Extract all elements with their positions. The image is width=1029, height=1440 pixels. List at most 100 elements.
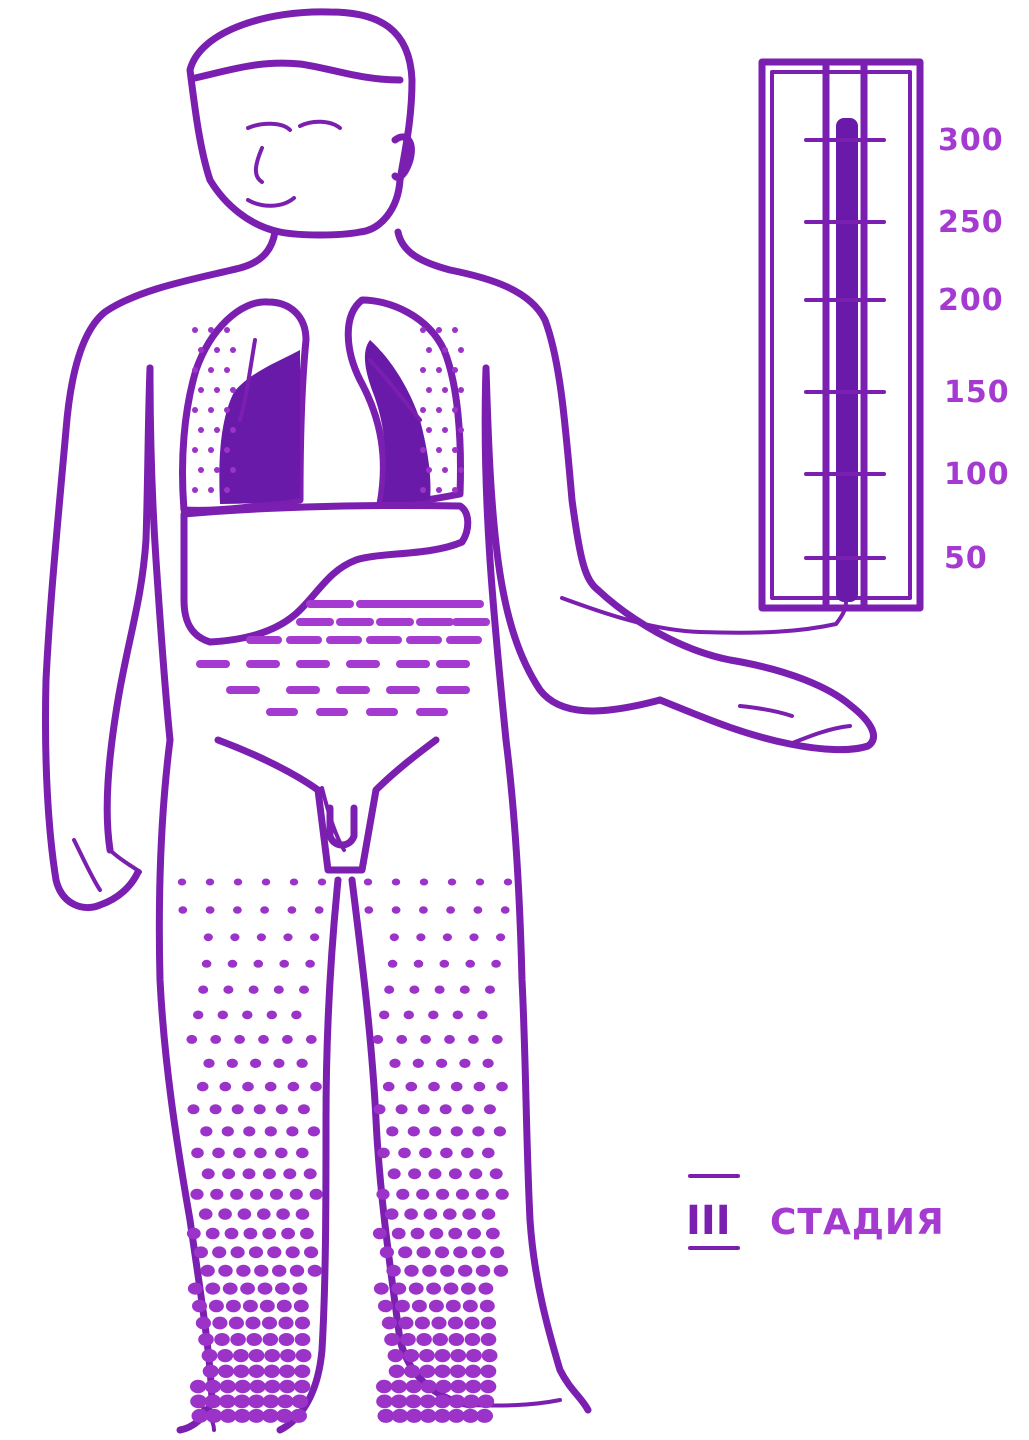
- edema-dot: [292, 1395, 309, 1409]
- edema-dot: [203, 1365, 219, 1378]
- edema-dot: [412, 1300, 427, 1313]
- edema-dot: [417, 1246, 431, 1258]
- edema-dot: [469, 1168, 482, 1179]
- edema-dot: [378, 1300, 393, 1313]
- edema-dot: [404, 1208, 418, 1219]
- edema-dot: [476, 1189, 489, 1200]
- edema-dot: [275, 1283, 290, 1295]
- edema-dot: [409, 986, 419, 994]
- edema-dot: [249, 1365, 265, 1378]
- edema-dot: [466, 1349, 482, 1362]
- edema-dot: [482, 1349, 498, 1362]
- edema-dot: [304, 1246, 318, 1258]
- edema-dot: [206, 906, 215, 913]
- edema-dot: [281, 1228, 295, 1240]
- edema-dot: [291, 1011, 301, 1020]
- edema-dot: [308, 1126, 320, 1136]
- edema-dot: [462, 1104, 474, 1114]
- edema-dot: [465, 960, 475, 968]
- edema-dot: [200, 1265, 214, 1277]
- edema-dot: [449, 1168, 462, 1179]
- edema-dot: [435, 1365, 451, 1378]
- stage-label: III СТАДИЯ: [686, 1176, 945, 1248]
- edema-dot: [290, 1189, 303, 1200]
- edema-dot: [233, 906, 242, 913]
- edema-dot: [249, 986, 259, 994]
- edema-dot: [186, 1035, 197, 1044]
- edema-dot: [204, 933, 213, 941]
- lung-dot: [208, 367, 214, 373]
- edema-dot: [421, 1380, 437, 1394]
- edema-dot: [392, 906, 401, 913]
- edema-dot: [209, 1300, 224, 1313]
- edema-dot: [458, 1265, 472, 1277]
- edema-dot: [218, 1265, 232, 1277]
- edema-dot: [432, 1333, 448, 1346]
- edema-dot: [390, 933, 399, 941]
- edema-dot: [249, 1349, 265, 1362]
- edema-dot: [196, 1317, 211, 1330]
- lung-dot: [198, 347, 204, 353]
- edema-dot: [374, 1283, 389, 1295]
- edema-dot: [305, 960, 315, 968]
- edema-dot: [440, 1265, 454, 1277]
- head: [190, 12, 412, 235]
- lung-dot: [192, 407, 198, 413]
- lung-dot: [192, 367, 198, 373]
- edema-dot: [276, 1208, 290, 1219]
- edema-dot: [297, 1059, 308, 1068]
- edema-dot: [463, 1395, 480, 1409]
- lung-dot: [420, 447, 426, 453]
- edema-dot: [218, 1365, 234, 1378]
- edema-dot: [450, 1380, 466, 1394]
- lung-dot: [208, 447, 214, 453]
- lung-dot: [230, 387, 236, 393]
- edema-dot: [419, 906, 428, 913]
- edema-dot: [364, 879, 372, 886]
- lung-dot: [426, 427, 432, 433]
- edema-dot: [190, 1380, 206, 1394]
- edema-dot: [192, 1300, 207, 1313]
- edema-dot: [233, 1148, 246, 1159]
- edema-dot: [194, 1246, 208, 1258]
- edema-dot: [222, 1126, 234, 1136]
- edema-dot: [263, 1395, 280, 1409]
- edema-dot: [187, 1228, 201, 1240]
- edema-dot: [283, 933, 292, 941]
- edema-dot: [228, 960, 238, 968]
- edema-dot: [450, 1349, 466, 1362]
- edema-dot: [476, 1265, 490, 1277]
- edema-dot: [254, 1104, 266, 1114]
- edema-dot: [264, 1380, 280, 1394]
- edema-dot: [496, 933, 505, 941]
- edema-dot: [392, 879, 400, 886]
- edema-dot: [448, 1228, 462, 1240]
- edema-dot: [449, 1395, 466, 1409]
- edema-dot: [300, 1228, 314, 1240]
- manometer-scale-label: 200: [938, 283, 1004, 318]
- edema-dot: [288, 1082, 300, 1092]
- edema-dot: [418, 1104, 430, 1114]
- edema-dot: [212, 1317, 227, 1330]
- left-lung-edema-fill: [219, 350, 300, 504]
- edema-dot: [436, 1189, 449, 1200]
- edema-dot: [468, 1035, 479, 1044]
- edema-dot: [263, 1333, 279, 1346]
- edema-dot: [310, 1189, 323, 1200]
- edema-dot: [226, 1300, 241, 1313]
- edema-dot: [480, 1300, 495, 1313]
- edema-dot: [419, 1349, 435, 1362]
- edema-dot: [424, 1208, 438, 1219]
- edema-dot: [250, 1380, 266, 1394]
- edema-dot: [436, 1059, 447, 1068]
- lung-dot: [458, 347, 464, 353]
- edema-dot: [444, 1283, 459, 1295]
- edema-dot: [373, 1228, 387, 1240]
- edema-dot: [386, 1265, 400, 1277]
- lung-dot: [224, 327, 230, 333]
- edema-dot: [273, 1059, 284, 1068]
- edema-dot: [476, 879, 484, 886]
- edema-dot: [220, 1380, 236, 1394]
- edema-dot: [403, 1349, 419, 1362]
